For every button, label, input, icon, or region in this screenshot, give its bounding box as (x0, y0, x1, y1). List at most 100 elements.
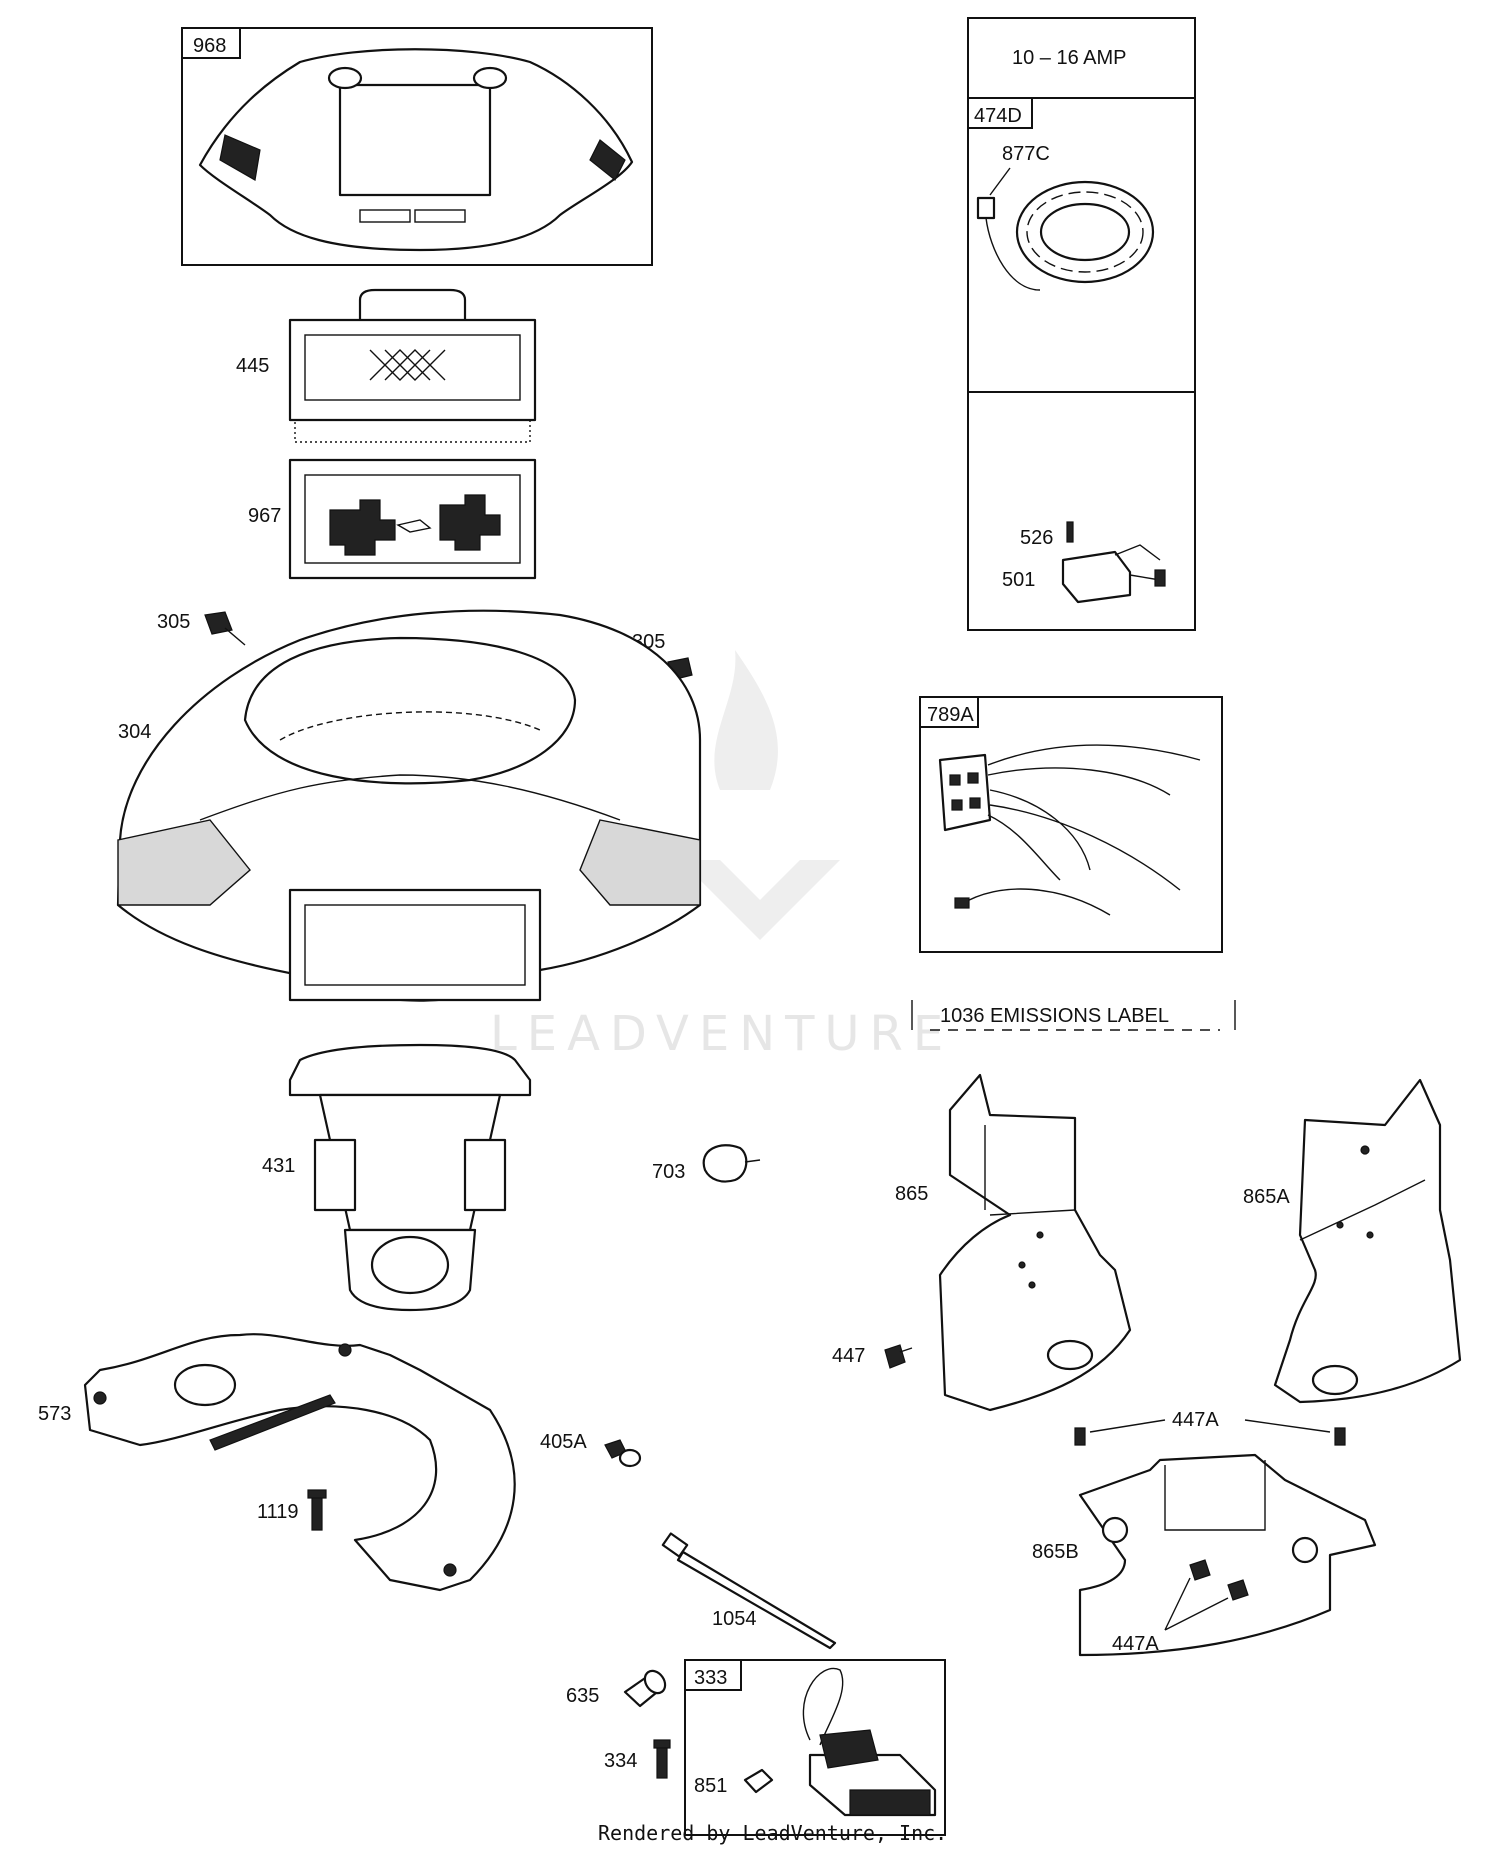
cover-window (338, 83, 492, 197)
screw-left (1189, 1559, 1211, 1581)
label-447a-top: 447A (1172, 1409, 1219, 1431)
harness-pin-3 (951, 799, 963, 811)
part-703[interactable]: 703 (652, 1144, 761, 1183)
part-1054[interactable]: 1054 (661, 1532, 837, 1650)
shield-865a-hole-3 (1366, 1231, 1374, 1239)
lead-447a-bottom (1164, 1577, 1229, 1631)
stator-wire (985, 217, 1041, 291)
part-447a-top[interactable]: 447A (1074, 1409, 1346, 1446)
part-445[interactable]: 445 (236, 288, 537, 443)
label-703: 703 (652, 1161, 685, 1183)
harness-connector (938, 753, 992, 832)
label-967: 967 (248, 505, 281, 527)
stator-inner (1039, 202, 1131, 262)
label-333: 333 (694, 1667, 727, 1689)
part-789a-box (919, 696, 1223, 953)
label-789a: 789A (927, 704, 974, 726)
lead-447a-top (1089, 1419, 1331, 1433)
shield-865a-hole-2 (1336, 1221, 1344, 1229)
part-305-left[interactable]: 305 (157, 611, 246, 646)
shield-865-grommet (1046, 1339, 1094, 1371)
label-305-left: 305 (157, 611, 190, 633)
baffle-plate (83, 1333, 516, 1592)
label-1054: 1054 (712, 1608, 757, 1630)
housing-fins-right (579, 819, 701, 906)
label-865b: 865B (1032, 1541, 1079, 1563)
housing-ridge (199, 774, 621, 821)
watermark: LEADVENTURE (490, 650, 943, 1062)
screw-body (311, 1495, 323, 1531)
shield-865 (938, 1073, 1132, 1412)
part-789a[interactable]: 789A (919, 696, 1223, 953)
label-1119: 1119 (257, 1501, 299, 1523)
part-334[interactable]: 334 (604, 1739, 671, 1779)
part-304[interactable]: 304 (116, 609, 702, 1002)
filter-pleats (294, 419, 531, 443)
part-865a[interactable]: 865A (1243, 1078, 1462, 1404)
part-968[interactable]: 968 (181, 27, 653, 266)
adapter-flange (288, 1043, 532, 1097)
label-445: 445 (236, 355, 269, 377)
label-635: 635 (566, 1685, 599, 1707)
emissions-note: 1036 EMISSIONS LABEL (940, 1005, 1169, 1027)
alternator-kit-box (967, 17, 1196, 631)
tie-head (661, 1532, 689, 1558)
part-333[interactable]: 333 851 (684, 1659, 946, 1836)
label-851: 851 (694, 1775, 727, 1797)
screw-head (653, 1739, 671, 1749)
housing-opening (243, 636, 577, 785)
harness-pin-2 (967, 772, 979, 784)
part-851-body (743, 1768, 774, 1794)
part-447a-bottom[interactable]: 447A (1112, 1559, 1249, 1655)
shield-865-hole-1 (1036, 1231, 1044, 1239)
housing-intake-inner (304, 904, 526, 986)
label-501: 501 (1002, 569, 1035, 591)
part-431[interactable]: 431 (262, 1043, 532, 1312)
label-877c: 877C (1002, 143, 1050, 165)
part-1036[interactable]: 1036 EMISSIONS LABEL (911, 1000, 1236, 1031)
screw-body (656, 1747, 668, 1779)
part-967[interactable]: 967 (248, 458, 537, 580)
lead-877c (989, 167, 1011, 196)
label-431: 431 (262, 1155, 295, 1177)
label-474d: 474D (974, 105, 1022, 127)
harness-pin-4 (969, 797, 981, 809)
part-968-tag-box (181, 27, 241, 59)
screw-right (1334, 1427, 1346, 1446)
filter-handle (358, 288, 467, 325)
filter-inner (304, 334, 521, 401)
amp-note: 10 – 16 AMP (1012, 47, 1127, 69)
harness-jumper (959, 888, 1111, 916)
label-447: 447 (832, 1345, 865, 1367)
housing-opening-dash (279, 711, 541, 741)
housing-intake (288, 888, 542, 1002)
adapter-ear-left (313, 1138, 357, 1212)
part-635[interactable]: 635 (566, 1667, 669, 1708)
part-865[interactable]: 865 (895, 1073, 1132, 1412)
baffle-bolt-1 (93, 1391, 107, 1405)
baffle-slot (209, 1394, 336, 1451)
part-1119[interactable]: 1119 (257, 1489, 327, 1531)
part-447[interactable]: 447 (832, 1344, 913, 1369)
shield-865-fold (984, 1125, 1076, 1216)
tie-strap (676, 1550, 837, 1650)
part-333-tag-box (684, 1659, 742, 1691)
screw-head (884, 1344, 906, 1369)
screw-right (1227, 1579, 1249, 1601)
filter-frame (288, 318, 537, 422)
part-573[interactable]: 573 (38, 1333, 516, 1592)
screw-head (307, 1489, 327, 1499)
cover-knob-right (472, 66, 508, 90)
label-573: 573 (38, 1403, 71, 1425)
precleaner-inner (304, 474, 521, 564)
shield-865b-grommet-left (1101, 1516, 1129, 1544)
stator-connector (976, 196, 996, 220)
alternator-kit[interactable]: 10 – 16 AMP 474D 877C 526 501 (967, 17, 1196, 631)
part-405a[interactable]: 405A (540, 1431, 642, 1468)
harness-jumper-plug (954, 897, 970, 909)
harness-pin-1 (949, 774, 961, 786)
part-865b[interactable]: 865B (1032, 1453, 1377, 1657)
screw-526 (1066, 521, 1074, 543)
armature-wire (802, 1667, 844, 1746)
